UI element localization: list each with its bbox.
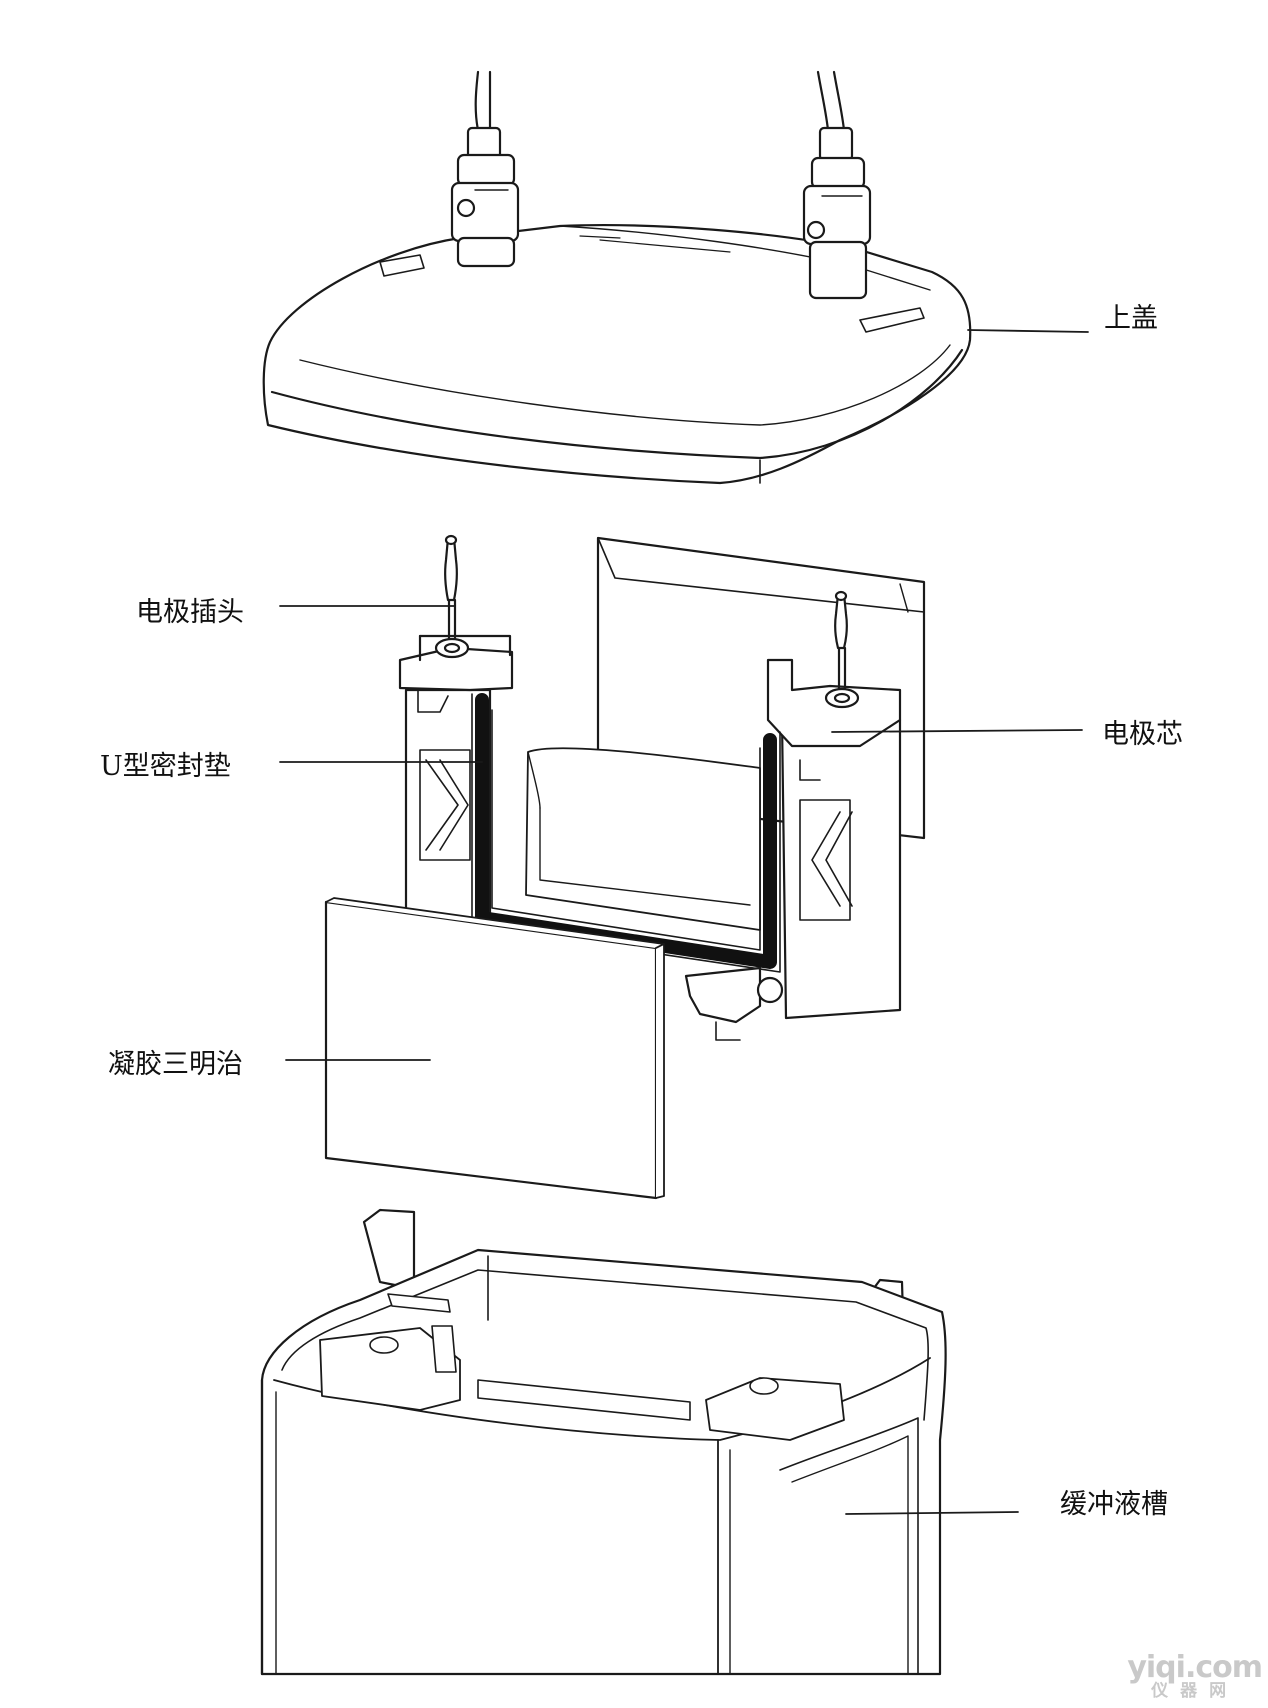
label-electrode-plug: 电极插头 [136, 597, 244, 628]
label-electrode-core: 电极芯 [1102, 719, 1183, 750]
watermark-cn: 仪器网 [1151, 1681, 1239, 1701]
gel-sandwich-plate [324, 897, 665, 1200]
label-gel-sandwich: 凝胶三明治 [108, 1049, 243, 1080]
lid-part [262, 70, 972, 485]
electrode-core-assembly [398, 534, 926, 1041]
label-buffer-tank: 缓冲液槽 [1060, 1489, 1168, 1520]
label-u-gasket: U型密封垫 [100, 751, 231, 782]
label-lid: 上盖 [1104, 303, 1158, 334]
watermark: yiqi.com 仪器网 [1127, 1650, 1263, 1701]
watermark-site: yiqi.com [1127, 1650, 1263, 1685]
leader-lines [279, 329, 1089, 1515]
buffer-tank-part [260, 1208, 947, 1676]
